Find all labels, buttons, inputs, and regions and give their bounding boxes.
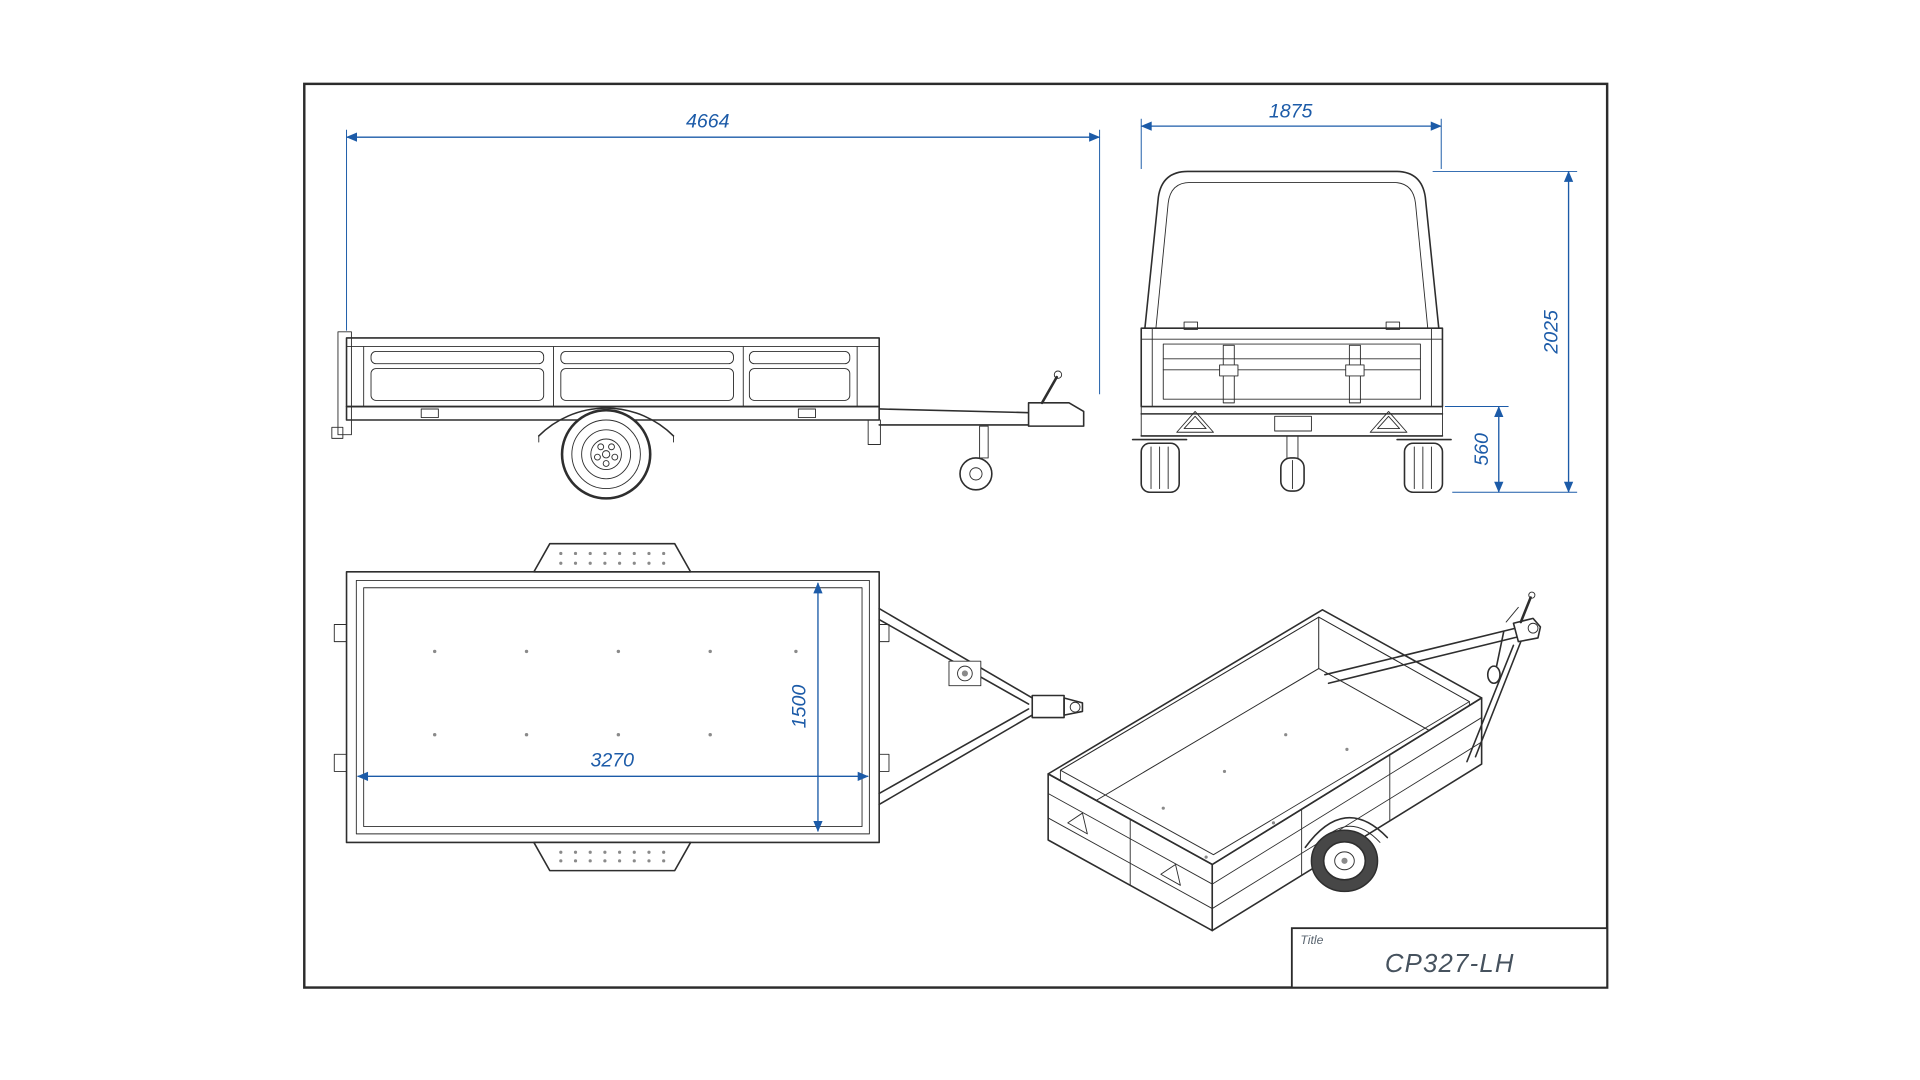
iso-coupling-head (1512, 617, 1542, 643)
title-block-label: Title (1300, 933, 1323, 947)
plan-view-ramp-bracket-top (533, 542, 692, 573)
rear-reflector-left (1176, 410, 1214, 433)
dimensions: 4664 1875 2025 560 1500 3270 (345, 101, 1578, 832)
side-view-wheel (560, 408, 652, 500)
overall-length-label: 4664 (686, 110, 730, 132)
iso-box (1047, 609, 1483, 932)
drawing-frame (303, 82, 1609, 989)
iso-reflector-left (1067, 812, 1088, 835)
iso-drawbar (1324, 591, 1542, 763)
overall-height-label: 2025 (1541, 310, 1563, 355)
rear-view-body (1140, 321, 1444, 408)
title-block-border (1290, 927, 1609, 989)
iso-coupling-handle (1519, 596, 1532, 624)
plan-view-drawbar (878, 607, 1084, 806)
iso-wheel (1310, 829, 1379, 893)
iso-reflector-right (1160, 864, 1181, 886)
dimension-loading-height: 560 (1444, 405, 1509, 493)
plan-view (333, 542, 1084, 872)
iso-jockey-wheel (1486, 665, 1501, 685)
rear-view (1131, 170, 1452, 494)
dimension-overall-length: 4664 (345, 110, 1101, 395)
rear-reflector-right (1369, 410, 1408, 433)
inner-length-label: 3270 (590, 750, 634, 772)
rear-view-wheel-right (1396, 438, 1452, 494)
dimension-inner-length: 3270 (357, 750, 869, 781)
plan-coupling-head (1031, 694, 1065, 719)
side-view-fender (537, 407, 675, 443)
drawing-title: CP327-LH (1385, 950, 1515, 978)
loading-height-label: 560 (1471, 433, 1493, 466)
rear-view-wheel-left (1131, 438, 1188, 494)
plan-view-ramp-bracket-bottom (533, 841, 692, 872)
isometric-view (1047, 591, 1542, 932)
title-block: Title CP327-LH (1290, 927, 1609, 989)
rear-view-canopy (1144, 170, 1440, 329)
overall-width-label: 1875 (1269, 101, 1313, 123)
side-view-jockey-wheel (959, 425, 993, 491)
coupling-head (1027, 402, 1085, 427)
dimension-inner-width: 1500 (789, 582, 823, 832)
side-view (331, 331, 1085, 500)
side-view-drawbar (878, 370, 1085, 427)
dimension-overall-height: 2025 (1432, 170, 1578, 493)
inner-width-label: 1500 (789, 685, 811, 729)
rear-view-jockey-wheel (1280, 435, 1305, 492)
coupling-handle (1040, 375, 1059, 405)
dimension-overall-width: 1875 (1140, 101, 1442, 169)
